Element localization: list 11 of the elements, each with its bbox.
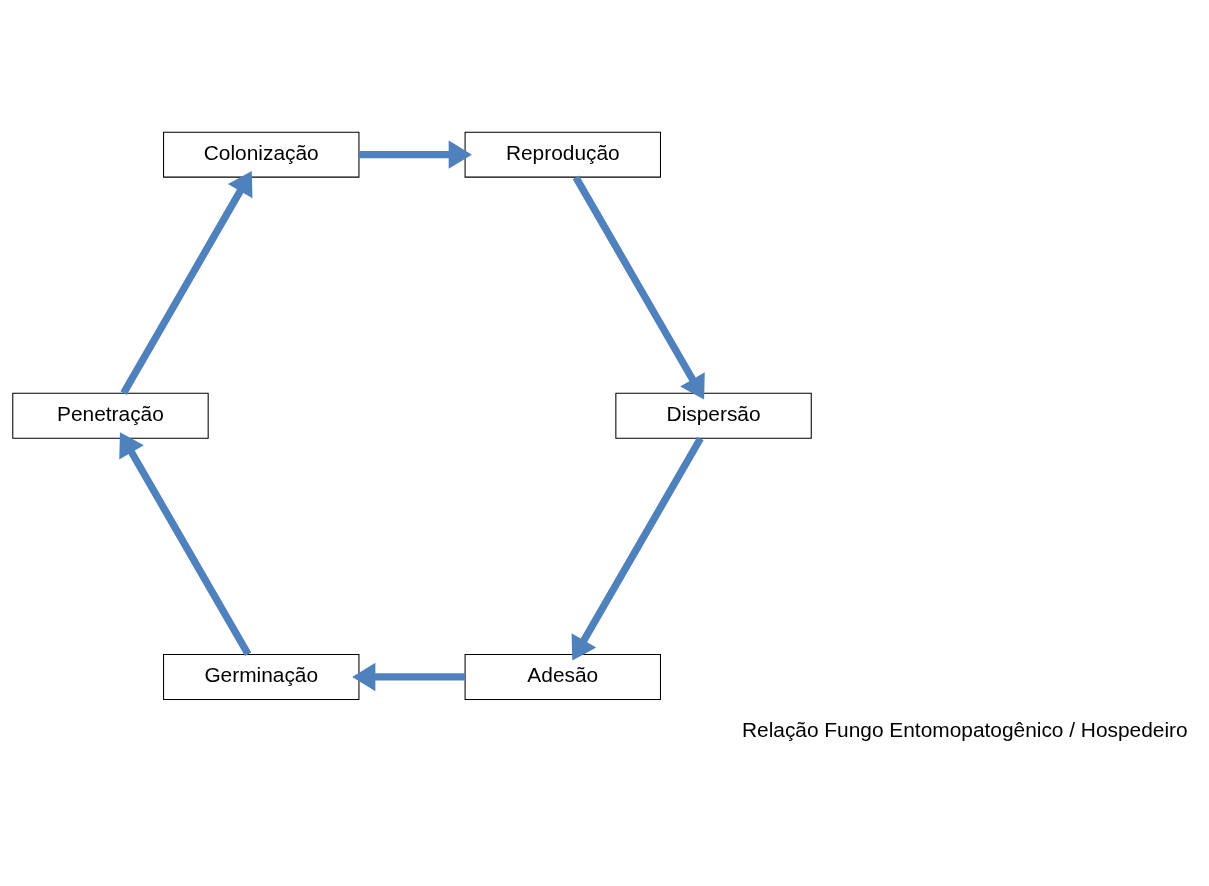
node-box: Adesão xyxy=(464,653,661,700)
node-box: Reprodução xyxy=(464,131,661,178)
node-box: Dispersão xyxy=(615,392,812,439)
label: Relação Fungo Entomopatogênico / Hospedeiro xyxy=(741,717,1188,741)
node-box: Colonização xyxy=(163,131,360,178)
node-box: Penetração xyxy=(12,392,209,439)
node-box: Germinação xyxy=(163,653,360,700)
arrow xyxy=(571,436,704,661)
arrow xyxy=(572,175,705,400)
arrow xyxy=(120,171,253,395)
arrow xyxy=(119,432,252,657)
